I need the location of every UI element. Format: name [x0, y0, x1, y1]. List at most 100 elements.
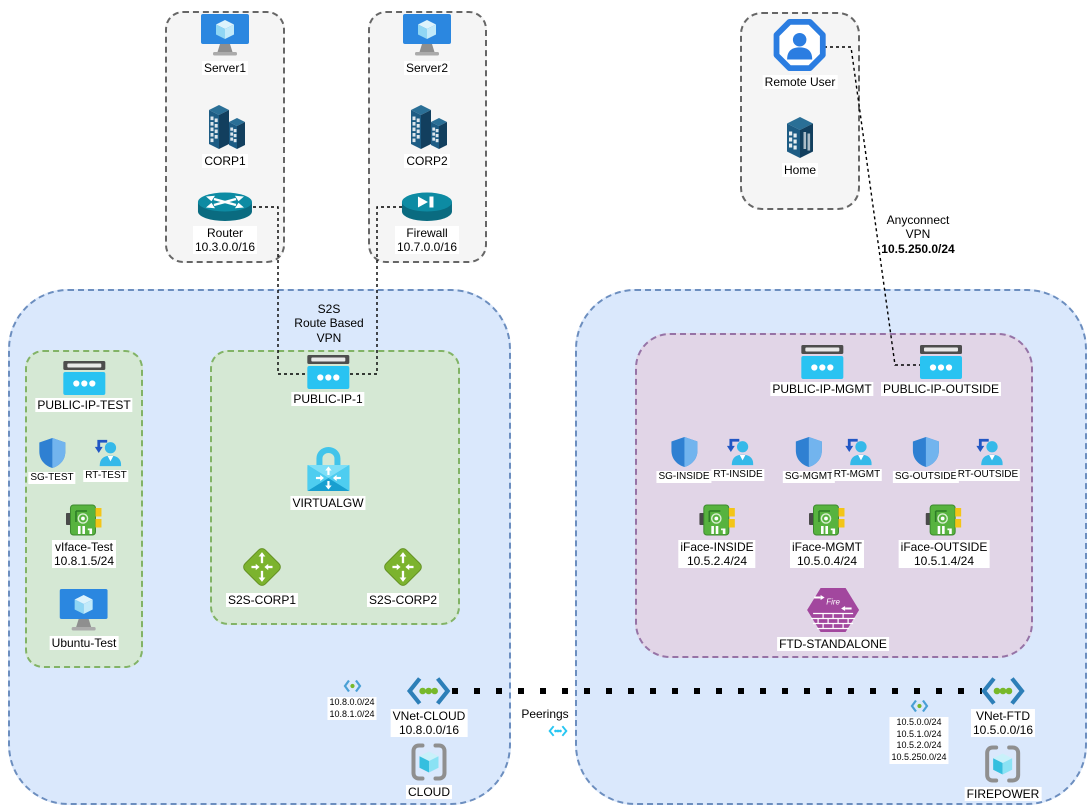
- vm-icon: [201, 14, 249, 58]
- home-icon: [780, 114, 820, 160]
- s2s-corp1-node[interactable]: S2S-CORP1: [225, 544, 299, 608]
- cloud-rg-node[interactable]: CLOUD: [405, 742, 453, 800]
- rt-test-node[interactable]: RT-TEST: [83, 437, 129, 482]
- public-ip-1-node[interactable]: PUBLIC-IP-1: [291, 355, 365, 407]
- s2s-connector-firewall: [350, 206, 402, 375]
- corp1-node[interactable]: CORP1: [199, 101, 251, 169]
- server1-node[interactable]: Server1: [201, 14, 249, 76]
- sg-test-node[interactable]: SG-TEST: [28, 437, 76, 484]
- public-ip-mgmt-node[interactable]: PUBLIC-IP-MGMT: [770, 345, 874, 397]
- node-label: PUBLIC-IP-1: [291, 392, 365, 407]
- node-label: FIREPOWER: [964, 787, 1042, 802]
- router-icon: [197, 191, 253, 223]
- remote-user-node[interactable]: Remote User: [762, 18, 838, 90]
- node-label: SG-TEST: [28, 472, 76, 484]
- nic-icon: [809, 503, 845, 537]
- shield-icon: [912, 436, 940, 468]
- s2s-vpn-label: S2S Route Based VPN: [294, 302, 364, 345]
- node-label: RT-MGMT: [831, 469, 883, 481]
- connection-icon: [380, 544, 426, 590]
- route-table-icon: [973, 436, 1003, 466]
- anyconnect-connector: [824, 46, 923, 366]
- node-label: RT-INSIDE: [711, 469, 765, 481]
- node-label: SG-OUTSIDE: [892, 471, 960, 483]
- vnet-icon: [406, 676, 452, 706]
- resource-cube-icon: [984, 744, 1022, 784]
- peering-icon-node[interactable]: [547, 724, 569, 738]
- s2s-corp2-node[interactable]: S2S-CORP2: [366, 544, 440, 608]
- firepower-rg-node[interactable]: FIREPOWER: [964, 744, 1042, 802]
- buildings-icon: [199, 101, 251, 151]
- node-label: CORP1: [202, 154, 248, 169]
- subnet-icon: [909, 698, 929, 714]
- node-label: VIRTUALGW: [290, 496, 366, 511]
- shield-icon: [38, 437, 66, 469]
- public-ip-test-node[interactable]: PUBLIC-IP-TEST: [35, 361, 133, 413]
- shield-icon: [670, 436, 698, 468]
- peerings-label: Peerings: [521, 707, 569, 721]
- node-label: CORP2: [404, 154, 450, 169]
- node-label: PUBLIC-IP-OUTSIDE: [880, 382, 1002, 397]
- ubuntu-test-node[interactable]: Ubuntu-Test: [49, 589, 119, 651]
- public-ip-outside-node[interactable]: PUBLIC-IP-OUTSIDE: [880, 345, 1002, 397]
- route-table-icon: [842, 436, 872, 466]
- node-label: Server1: [201, 61, 249, 76]
- remote-user-icon: [773, 18, 827, 72]
- firewall-icon: [401, 191, 453, 223]
- server2-node[interactable]: Server2: [403, 14, 451, 76]
- node-label: PUBLIC-IP-MGMT: [770, 382, 874, 397]
- vm-icon: [403, 14, 451, 58]
- sg-inside-node[interactable]: SG-INSIDE: [656, 436, 712, 483]
- rt-inside-node[interactable]: RT-INSIDE: [711, 436, 765, 481]
- node-label: RT-OUTSIDE: [955, 469, 1021, 481]
- vm-icon: [60, 589, 108, 633]
- node-label: CLOUD: [405, 785, 453, 800]
- vnet-icon: [980, 676, 1026, 706]
- public-ip-icon: [62, 361, 106, 395]
- nic-icon: [926, 503, 962, 537]
- connection-icon: [239, 544, 285, 590]
- node-label: Server2: [403, 61, 451, 76]
- route-table-icon: [723, 436, 753, 466]
- node-label: FTD-STANDALONE: [777, 637, 889, 652]
- sg-outside-node[interactable]: SG-OUTSIDE: [892, 436, 960, 483]
- rt-outside-node[interactable]: RT-OUTSIDE: [955, 436, 1021, 481]
- nic-icon: [66, 503, 102, 537]
- node-label: RT-TEST: [83, 470, 129, 482]
- buildings-icon: [401, 101, 453, 151]
- route-table-icon: [91, 437, 121, 467]
- node-label: S2S-CORP2: [366, 593, 440, 608]
- node-label: PUBLIC-IP-TEST: [35, 398, 133, 413]
- node-label: Home: [781, 163, 818, 178]
- sg-mgmt-node[interactable]: SG-MGMT: [782, 436, 836, 483]
- corp2-node[interactable]: CORP2: [401, 101, 453, 169]
- subnet-icon: [342, 678, 362, 694]
- public-ip-icon: [800, 345, 844, 379]
- node-label: SG-MGMT: [782, 471, 836, 483]
- home-node[interactable]: Home: [780, 114, 820, 178]
- peering-icon: [547, 724, 569, 738]
- vpn-gateway-icon: [305, 443, 351, 493]
- virtualgw-node[interactable]: VIRTUALGW: [290, 443, 366, 511]
- ftd-standalone-node[interactable]: FTD-STANDALONE: [777, 586, 889, 652]
- node-label: SG-INSIDE: [656, 471, 712, 483]
- anyconnect-vpn-label: Anyconnect VPN 10.5.250.0/24: [881, 213, 955, 256]
- firepower-ftd-icon: [806, 586, 860, 634]
- public-ip-icon: [919, 345, 963, 379]
- rt-mgmt-node[interactable]: RT-MGMT: [831, 436, 883, 481]
